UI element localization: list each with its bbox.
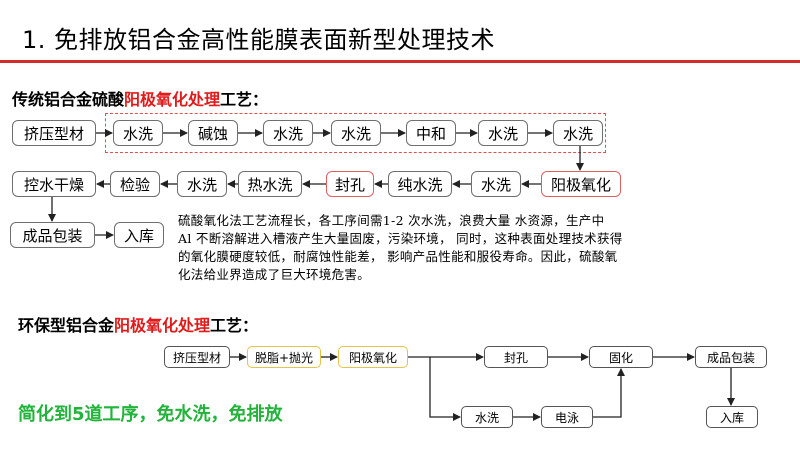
step-package: 成品包装 xyxy=(10,222,95,248)
step-seal: 封孔 xyxy=(326,171,374,197)
step-rinse-6: 水洗 xyxy=(177,171,227,197)
traditional-heading: 传统铝合金硫酸阳极氧化处理工艺： xyxy=(12,86,268,110)
traditional-heading-highlight: 阳极氧化处理 xyxy=(124,90,221,109)
eco-step-rinse: 水洗 xyxy=(461,406,513,428)
eco-step-package: 成品包装 xyxy=(695,346,767,368)
title-divider xyxy=(0,60,800,63)
step-rinse-1: 水洗 xyxy=(113,120,163,146)
eco-step-seal: 封孔 xyxy=(484,346,548,368)
eco-step-cure: 固化 xyxy=(589,346,653,368)
traditional-heading-pre: 传统铝合金硫酸 xyxy=(12,90,125,109)
step-storage: 入库 xyxy=(114,222,164,248)
step-extrude: 挤压型材 xyxy=(12,120,96,146)
eco-heading: 环保型铝合金阳极氧化处理工艺： xyxy=(18,312,258,336)
traditional-description: 硫酸氧化法工艺流程长，各工序间需1-2 次水洗，浪费大量 水资源，生产中 Al … xyxy=(178,212,758,284)
eco-step-electrophoresis: 电泳 xyxy=(541,406,593,428)
arrow xyxy=(429,357,461,421)
step-inspect: 检验 xyxy=(110,171,160,197)
description-line: 硫酸氧化法工艺流程长，各工序间需1-2 次水洗，浪费大量 水资源，生产中 xyxy=(178,213,605,228)
traditional-heading-post: 工艺： xyxy=(220,90,269,109)
description-line: 的氧化膜硬度较低，耐腐蚀性能差， 影响产品性能和服役寿命。因此，硫酸氧 xyxy=(178,249,618,264)
step-rinse-3: 水洗 xyxy=(331,120,381,146)
eco-step-extrude: 挤压型材 xyxy=(164,346,230,368)
eco-step-degrease: 脱脂+抛光 xyxy=(247,346,321,368)
step-rinse-7: 水洗 xyxy=(471,171,521,197)
step-rinse-4: 水洗 xyxy=(478,120,528,146)
description-line: Al 不断溶解进入槽液产生大量固废，污染环境， 同时，这种表面处理技术获得 xyxy=(178,231,623,246)
slide-title: 1. 免排放铝合金高性能膜表面新型处理技术 xyxy=(22,26,496,54)
step-rinse-2: 水洗 xyxy=(263,120,313,146)
eco-step-storage: 入库 xyxy=(706,406,758,428)
step-pure-rinse: 纯水洗 xyxy=(388,171,452,197)
step-rinse-5: 水洗 xyxy=(553,120,603,146)
step-hot-rinse: 热水洗 xyxy=(238,171,302,197)
eco-heading-post: 工艺： xyxy=(210,316,259,335)
arrow xyxy=(593,368,625,418)
description-line: 化法给业界造成了巨大环境危害。 xyxy=(178,267,371,282)
eco-step-anodize: 阳极氧化 xyxy=(338,346,408,368)
step-neutralize: 中和 xyxy=(406,120,456,146)
eco-heading-pre: 环保型铝合金 xyxy=(18,316,115,335)
step-etch: 碱蚀 xyxy=(188,120,238,146)
step-dry: 控水干燥 xyxy=(12,171,96,197)
eco-summary: 简化到5道工序，免水洗，免排放 xyxy=(18,404,283,425)
step-anodize: 阳极氧化 xyxy=(541,171,621,197)
eco-heading-highlight: 阳极氧化处理 xyxy=(114,316,211,335)
